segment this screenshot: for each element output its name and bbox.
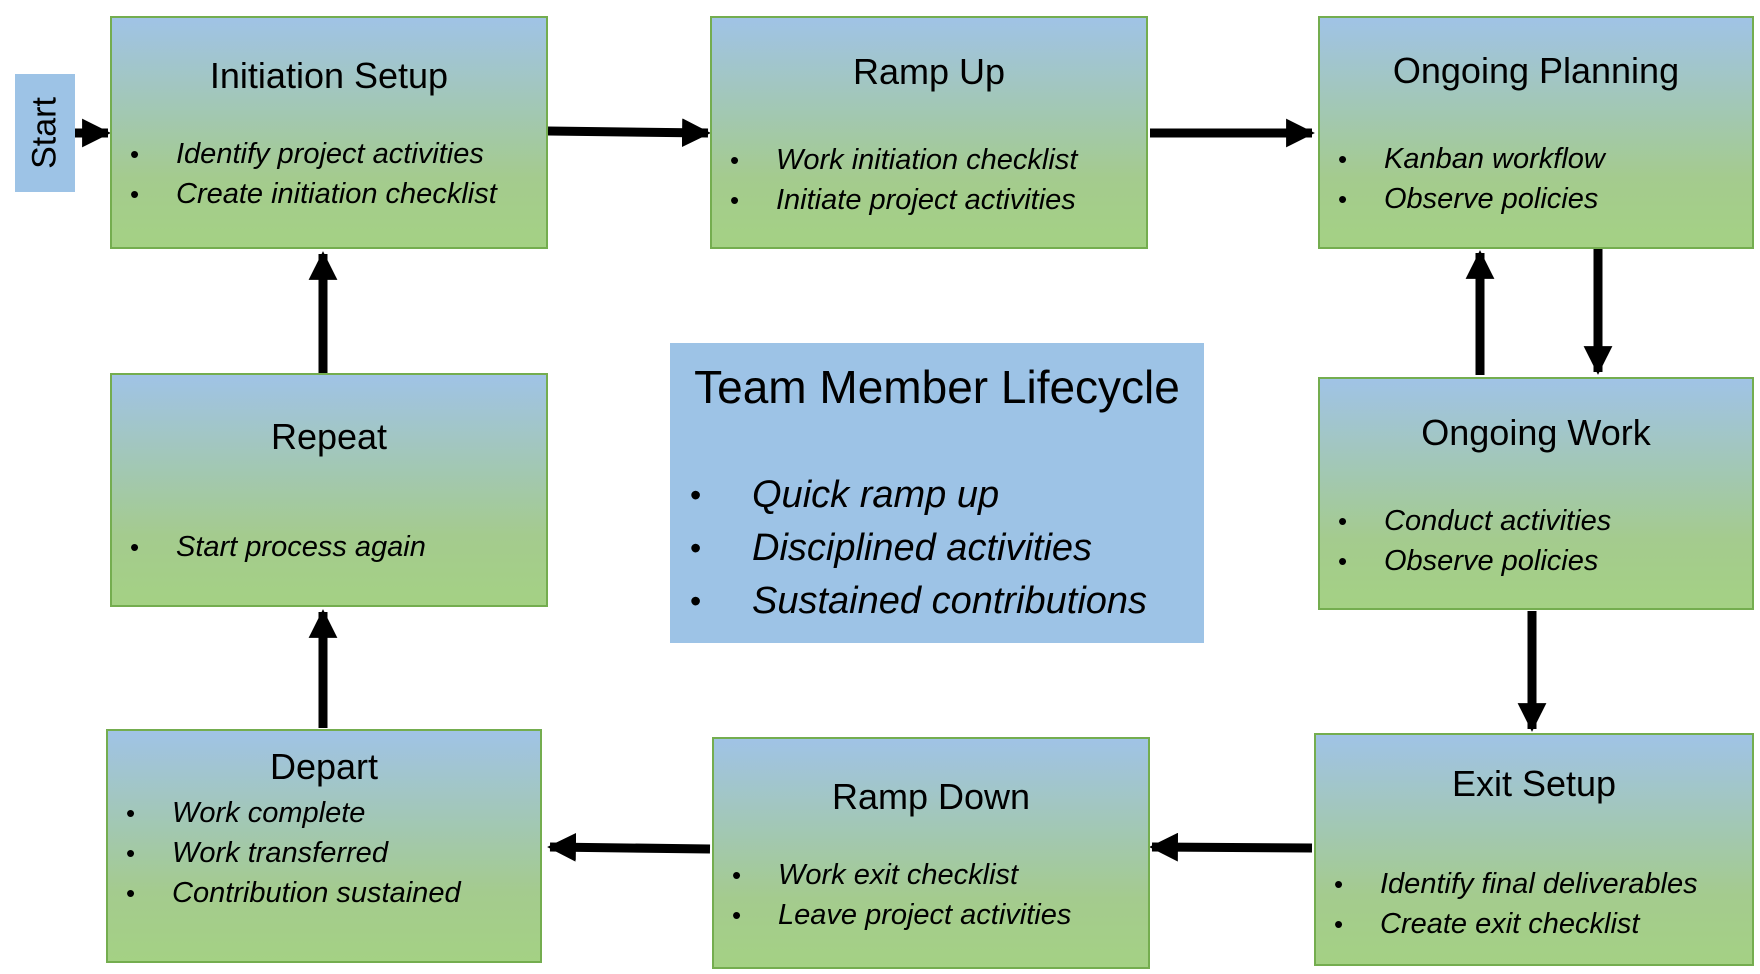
node-title: Repeat xyxy=(270,416,388,457)
list-item: Work initiation checklist xyxy=(712,140,1146,180)
node-title: Ramp Down xyxy=(831,776,1031,817)
node-repeat: Repeat Start process again xyxy=(110,373,548,607)
list-item: Kanban workflow xyxy=(1320,139,1752,179)
start-node: Start xyxy=(15,74,75,192)
list-item: Start process again xyxy=(112,527,546,567)
node-initiation-setup: Initiation Setup Identify project activi… xyxy=(110,16,548,249)
node-title: Ongoing Planning xyxy=(1392,50,1680,91)
list-item: Observe policies xyxy=(1320,541,1752,581)
list-item: Work transferred xyxy=(108,833,540,873)
node-title: Ramp Up xyxy=(852,51,1006,92)
node-title: Exit Setup xyxy=(1451,763,1617,804)
start-label: Start xyxy=(25,97,64,169)
list-item: Work complete xyxy=(108,793,540,833)
list-item: Contribution sustained xyxy=(108,873,540,913)
arrow-initiation-to-rampup xyxy=(547,118,711,148)
list-item: Quick ramp up xyxy=(670,469,1204,522)
lifecycle-summary-panel: Team Member Lifecycle Quick ramp up Disc… xyxy=(670,343,1204,643)
node-title: Depart xyxy=(269,746,379,787)
node-ongoing-planning: Ongoing Planning Kanban workflow Observe… xyxy=(1318,16,1754,249)
list-item: Disciplined activities xyxy=(670,522,1204,575)
list-item: Identify project activities xyxy=(112,134,546,174)
list-item: Work exit checklist xyxy=(714,855,1148,895)
arrow-rampdown-to-depart xyxy=(547,832,711,862)
node-title: Initiation Setup xyxy=(209,55,449,96)
node-title: Ongoing Work xyxy=(1421,412,1651,453)
list-item: Identify final deliverables xyxy=(1316,864,1752,904)
list-item: Observe policies xyxy=(1320,179,1752,219)
node-ramp-down: Ramp Down Work exit checklist Leave proj… xyxy=(712,737,1150,969)
list-item: Initiate project activities xyxy=(712,180,1146,220)
node-ramp-up: Ramp Up Work initiation checklist Initia… xyxy=(710,16,1148,249)
arrow-exit-to-rampdown xyxy=(1149,832,1313,862)
panel-title: Team Member Lifecycle xyxy=(694,361,1180,413)
node-depart: Depart Work complete Work transferred Co… xyxy=(106,729,542,963)
list-item: Create initiation checklist xyxy=(112,174,546,214)
list-item: Conduct activities xyxy=(1320,501,1752,541)
node-ongoing-work: Ongoing Work Conduct activities Observe … xyxy=(1318,377,1754,610)
list-item: Sustained contributions xyxy=(670,575,1204,628)
list-item: Leave project activities xyxy=(714,895,1148,935)
node-exit-setup: Exit Setup Identify final deliverables C… xyxy=(1314,733,1754,966)
list-item: Create exit checklist xyxy=(1316,904,1752,944)
